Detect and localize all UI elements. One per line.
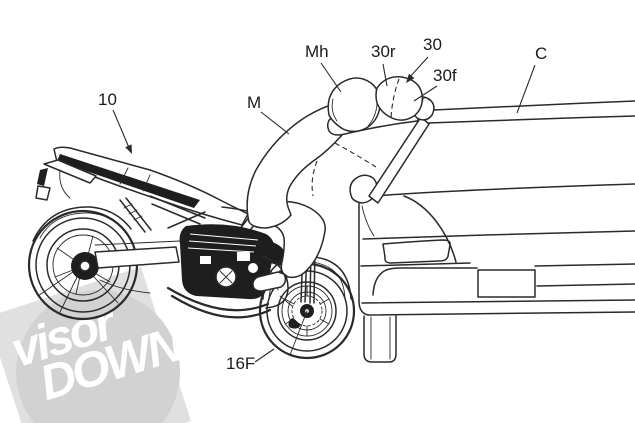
car-tail-light: [382, 239, 451, 264]
car-mud-flap: [363, 315, 397, 363]
watermark-circle: [16, 290, 180, 423]
rider: [246, 77, 435, 292]
label-front-wheel-leader: [254, 348, 275, 363]
label-airbag: 30: [423, 35, 442, 54]
label-airbag-rear: 30r: [371, 42, 396, 61]
label-motorcycle: 10: [98, 90, 117, 109]
engine: [179, 224, 286, 300]
label-airbag-front-leader: [413, 85, 438, 102]
tail-section: [35, 146, 249, 226]
label-front-wheel: 16F: [226, 354, 255, 373]
reference-labels: 10 M Mh 30r 30 30f C 16F: [98, 35, 547, 373]
rider-helmet: [327, 77, 381, 133]
rider-far-arm: [368, 116, 430, 204]
label-motorcycle-arrowhead: [125, 144, 132, 154]
label-airbag-front: 30f: [433, 66, 457, 85]
car-license-plate: [477, 269, 536, 298]
label-car: C: [535, 44, 547, 63]
label-car-leader: [516, 64, 536, 114]
label-airbag-rear-leader: [382, 63, 388, 87]
car: [358, 100, 635, 363]
rider-torso: [246, 102, 348, 229]
label-rider-head: Mh: [305, 42, 329, 61]
label-airbag-leader: [407, 56, 429, 80]
label-motorcycle-leader: [112, 109, 131, 151]
rider-boot: [252, 271, 287, 292]
label-rider-leader: [260, 111, 290, 135]
airbag-chamber-divider: [390, 78, 400, 120]
label-rider-head-leader: [320, 62, 342, 93]
label-rider: M: [247, 93, 261, 112]
airbag: [375, 75, 424, 121]
label-airbag-arrowhead: [406, 73, 415, 83]
